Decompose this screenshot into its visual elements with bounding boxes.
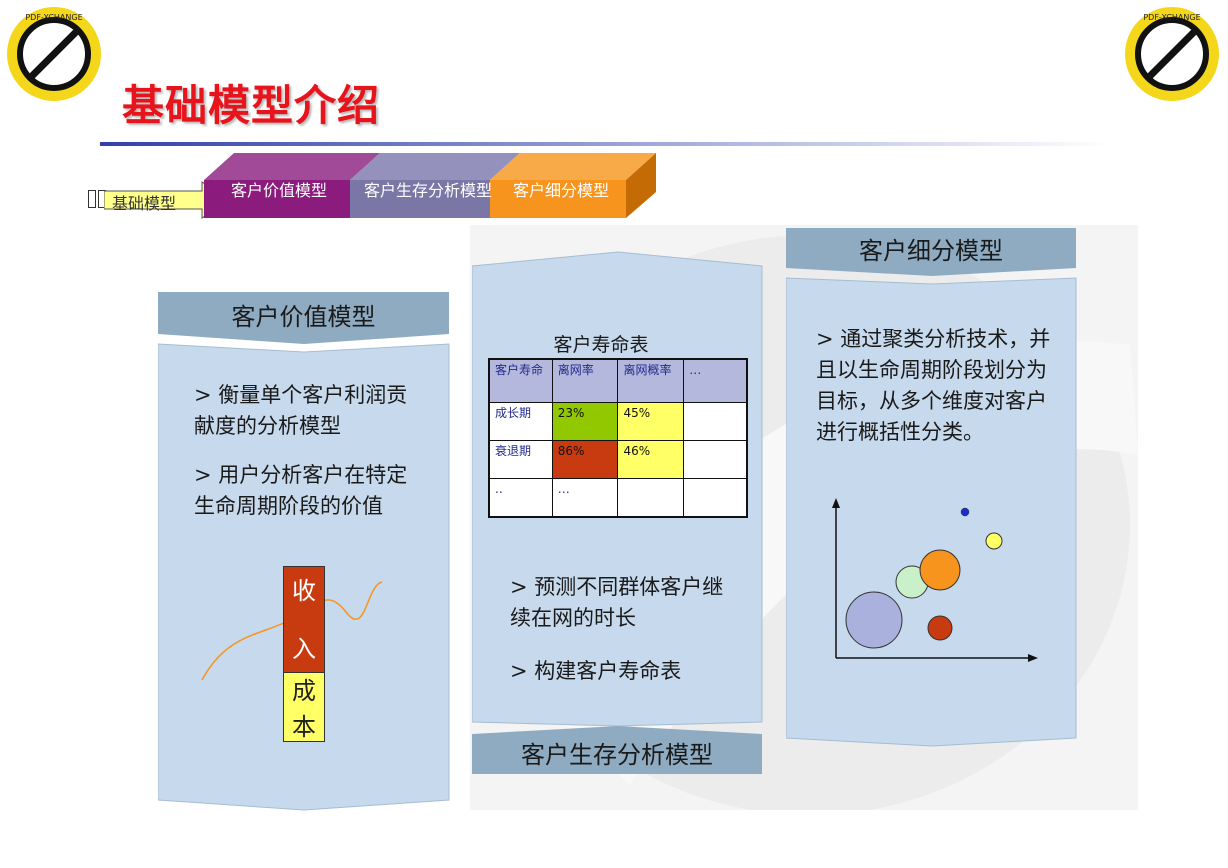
cluster-bubble [985, 532, 1003, 550]
nav-blocks [204, 153, 656, 218]
segment-bullet: > 通过聚类分析技术，并且以生命周期阶段划分为目标，从多个维度对客户进行概括性分… [816, 327, 1051, 444]
pdf-xchange-badge-right[interactable]: PDF-XCHANGE [1122, 4, 1222, 104]
value-bullet-2: > 用户分析客户在特定生命周期阶段的价值 [194, 463, 408, 518]
nav-item-value-model[interactable]: 客户价值模型 [230, 181, 327, 200]
cluster-bubble-diagram [832, 498, 1038, 662]
cluster-bubble [845, 591, 903, 649]
life-table-cell [683, 402, 748, 441]
value-panel-header: 客户价值模型 [231, 303, 376, 331]
life-table: 客户寿命 离网率 离网概率 … 成长期 23% 45% 衰退期 86% 46% … [488, 358, 748, 518]
cluster-bubble [960, 507, 970, 517]
life-table-header-cell: 离网概率 [617, 358, 685, 403]
life-table-header-cell: 离网率 [551, 358, 619, 403]
nav-item-survival-model[interactable]: 客户生存分析模型 [363, 181, 492, 200]
life-table-cell [683, 478, 748, 518]
life-table-title: 客户寿命表 [553, 334, 649, 356]
life-table-header-row: 客户寿命 离网率 离网概率 … [488, 358, 748, 403]
life-table-row: 成长期 23% 45% [488, 402, 748, 441]
y-axis-arrow-icon [832, 498, 840, 508]
segment-panel-shapes [786, 228, 1077, 747]
page-title: 基础模型介绍 [122, 81, 381, 130]
survival-bullet-1: > 预测不同群体客户继续在网的时长 [510, 575, 724, 630]
life-table-cell [683, 440, 748, 479]
life-table-cell [617, 478, 685, 518]
cluster-bubble [927, 615, 953, 641]
segment-panel-header: 客户细分模型 [859, 237, 1003, 265]
cluster-bubble [919, 549, 961, 591]
life-table-row: 衰退期 86% 46% [488, 440, 748, 479]
x-axis-arrow-icon [1028, 654, 1038, 662]
revenue-char-2: 入 [292, 635, 316, 663]
survival-bullet-2: > 构建客户寿命表 [510, 659, 682, 683]
life-table-cell: 46% [617, 440, 685, 479]
life-table-row: .. … [488, 478, 748, 518]
life-table-cell: 成长期 [488, 402, 553, 441]
life-table-cell: 86% [551, 440, 619, 479]
survival-panel-footer: 客户生存分析模型 [521, 741, 713, 769]
life-table-cell: … [551, 478, 619, 518]
life-table-cell: .. [488, 478, 553, 518]
title-underline [100, 142, 1110, 146]
cost-bar: 成 本 [283, 672, 325, 742]
cost-char-2: 本 [292, 713, 316, 741]
cost-char-1: 成 [292, 677, 316, 705]
revenue-bar: 收 入 [283, 566, 325, 674]
pdf-xchange-badge-left[interactable]: PDF-XCHANGE [4, 4, 104, 104]
life-table-cell: 23% [551, 402, 619, 441]
life-table-header-cell: … [683, 358, 748, 403]
life-table-cell: 衰退期 [488, 440, 553, 479]
value-bullet-1: > 衡量单个客户利润贡献度的分析模型 [194, 383, 408, 438]
svg-text:PDF-XCHANGE: PDF-XCHANGE [1143, 13, 1200, 22]
nav-item-segment-model[interactable]: 客户细分模型 [512, 181, 609, 200]
life-table-header-cell: 客户寿命 [488, 358, 553, 403]
svg-text:PDF-XCHANGE: PDF-XCHANGE [25, 13, 82, 22]
revenue-char-1: 收 [292, 577, 316, 605]
nav-start-label: 基础模型 [112, 194, 177, 213]
life-table-cell: 45% [617, 402, 685, 441]
